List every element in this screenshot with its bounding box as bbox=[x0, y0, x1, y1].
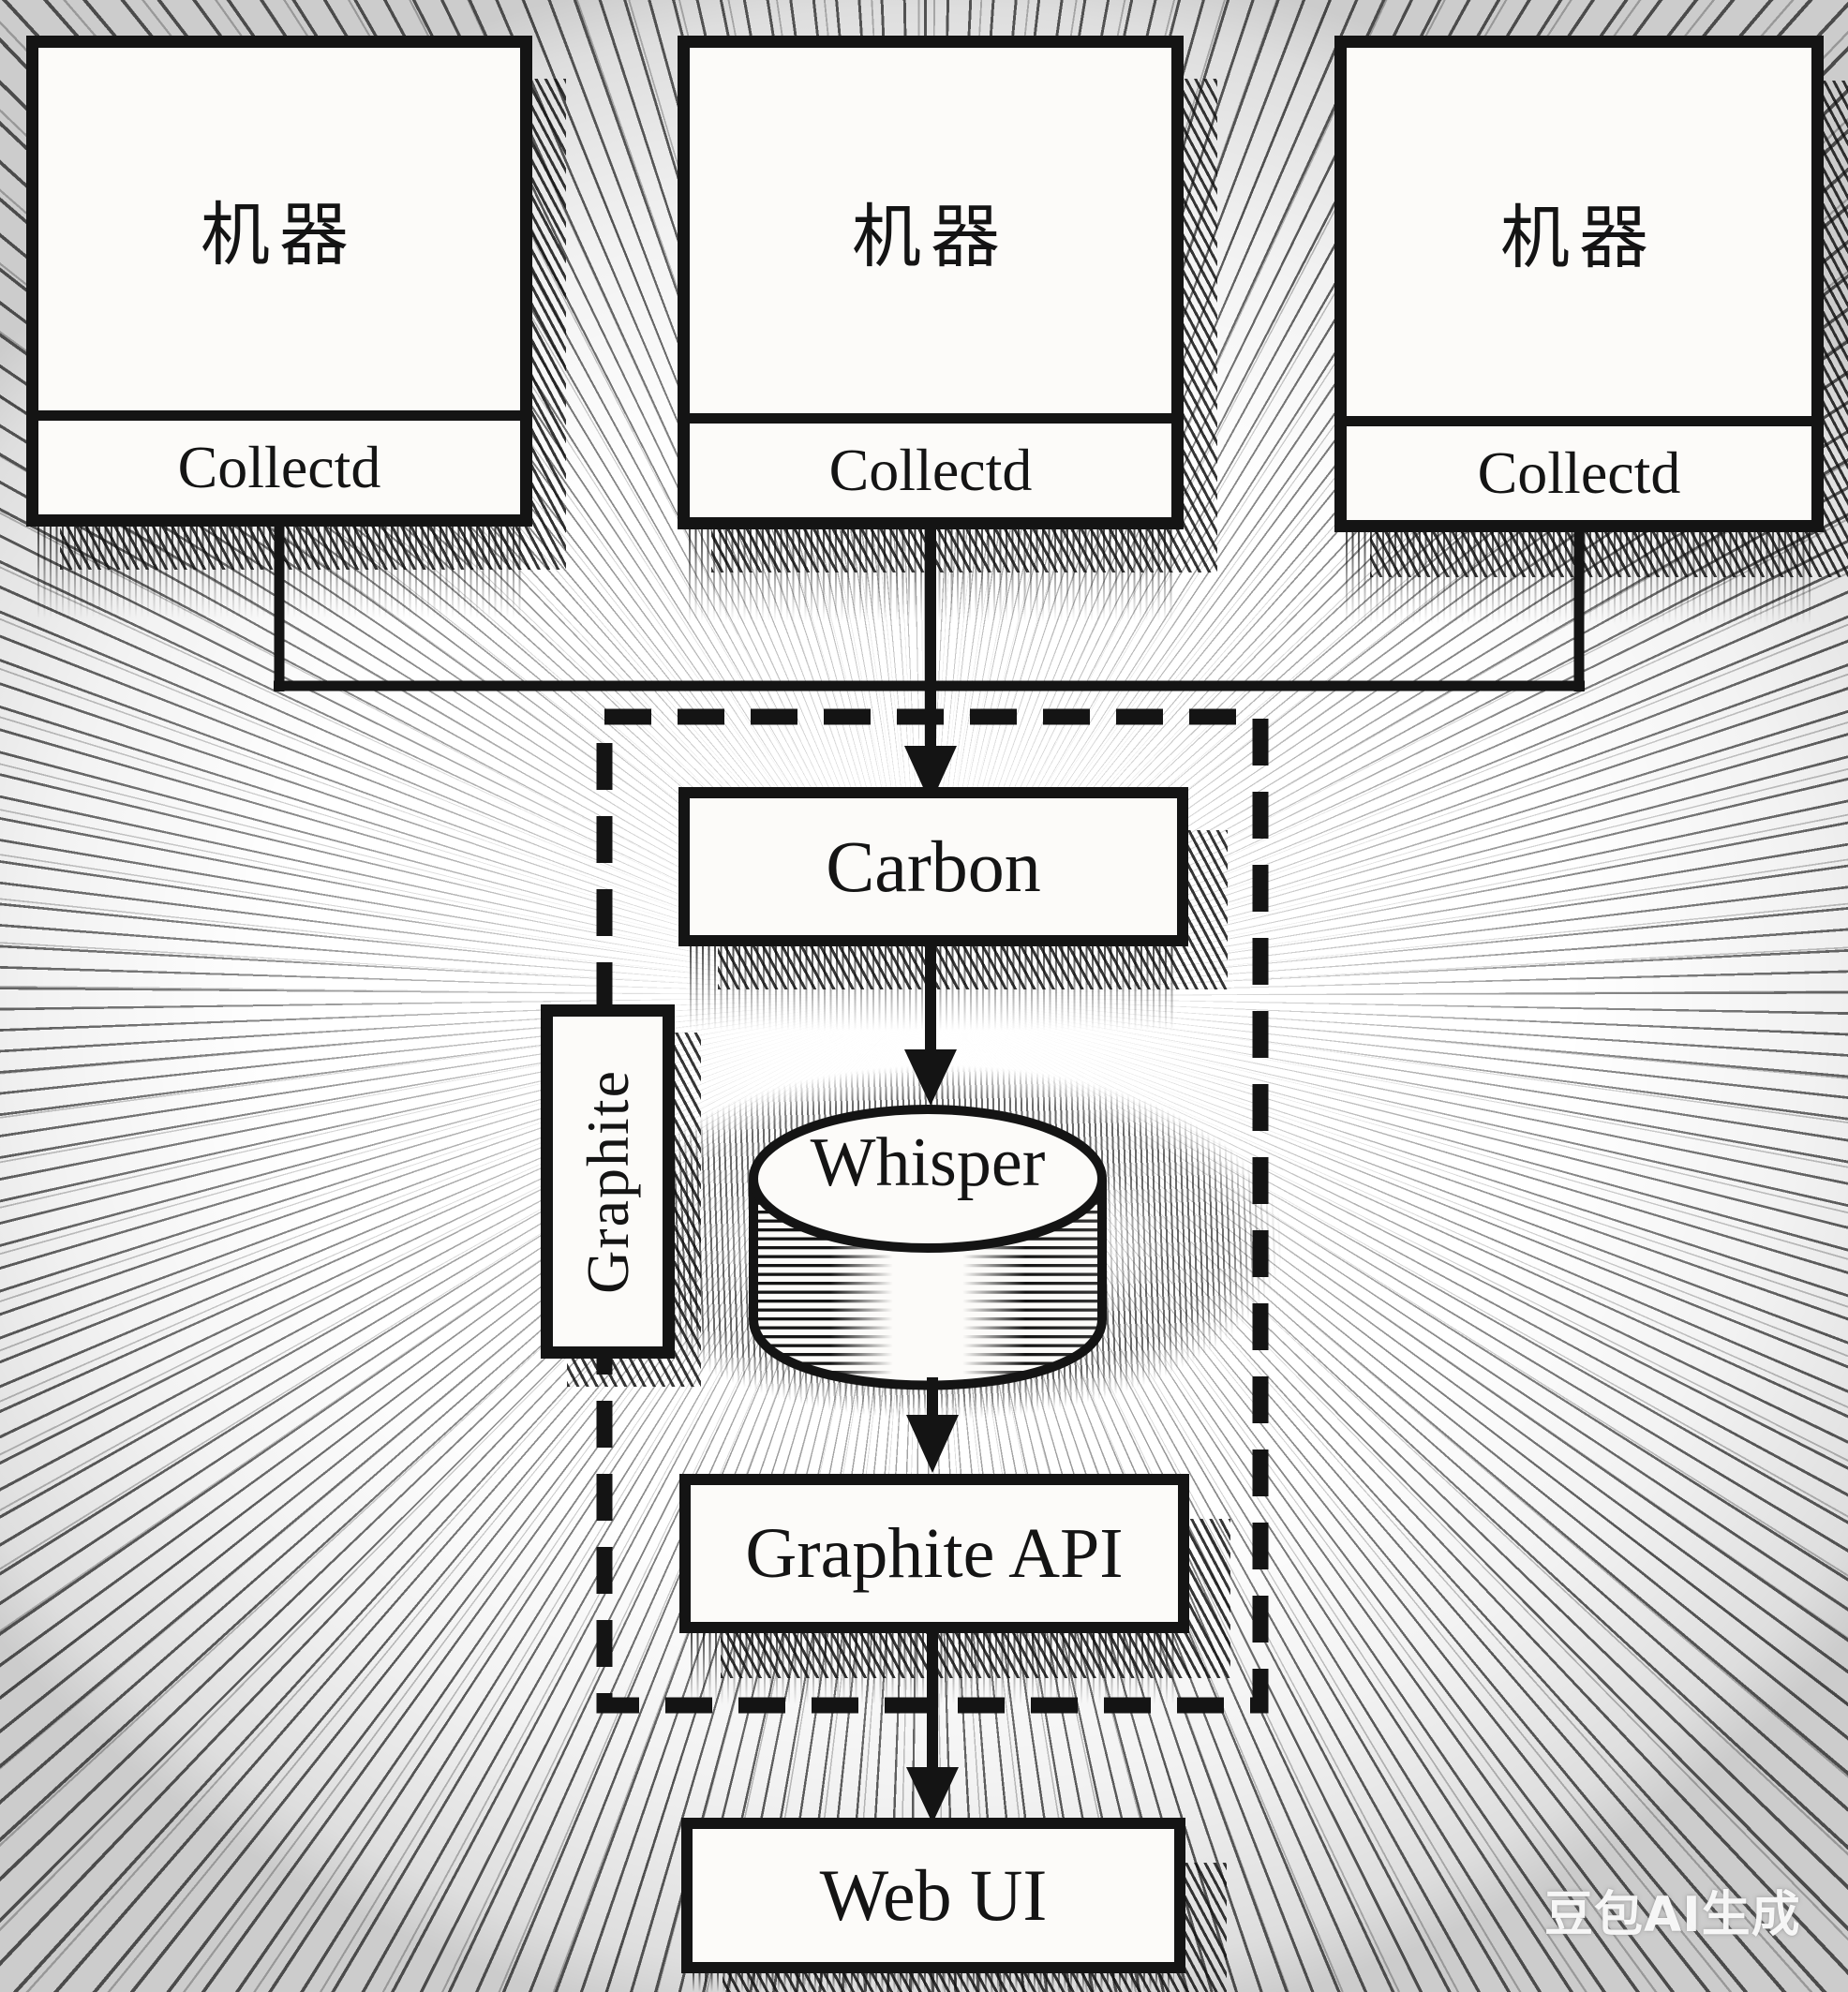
whisper-cylinder bbox=[749, 1105, 1107, 1390]
machine-2-collectd-label: Collectd bbox=[828, 437, 1033, 503]
cylinder-top-ellipse bbox=[749, 1105, 1107, 1253]
graphite-group-label: Graphite bbox=[574, 1069, 641, 1294]
machine-2-divider bbox=[690, 413, 1171, 424]
carbon-node: Carbon bbox=[678, 787, 1188, 946]
whisper-label: Whisper bbox=[759, 1111, 1096, 1214]
machine-3-collectd-label: Collectd bbox=[1477, 439, 1681, 506]
carbon-label: Carbon bbox=[826, 825, 1041, 907]
machine-1-collectd-label: Collectd bbox=[177, 434, 381, 500]
machine-2-title: 机器 bbox=[852, 199, 1009, 276]
arrowhead-into-webui bbox=[906, 1767, 959, 1823]
arrowhead-into-whisper bbox=[904, 1049, 957, 1106]
arrowhead-into-carbon bbox=[904, 746, 957, 804]
web-ui-label: Web UI bbox=[819, 1854, 1048, 1936]
arrowhead-into-api bbox=[906, 1415, 959, 1473]
web-ui-node: Web UI bbox=[681, 1818, 1185, 1973]
machine-1-title: 机器 bbox=[201, 198, 358, 275]
machine-node-3: 机器 Collectd bbox=[1334, 36, 1824, 532]
machine-node-1: 机器 Collectd bbox=[26, 36, 532, 527]
machine-3-title: 机器 bbox=[1500, 201, 1658, 277]
ai-watermark: 豆包AI生成 bbox=[1544, 1887, 1801, 1943]
web-ui-underglow bbox=[693, 1971, 1174, 1992]
graphite-api-label: Graphite API bbox=[745, 1513, 1124, 1593]
machine-1-divider bbox=[38, 410, 520, 421]
graphite-group-label-box: Graphite bbox=[541, 1004, 675, 1359]
machine-3-divider bbox=[1347, 416, 1811, 426]
graphite-api-node: Graphite API bbox=[679, 1474, 1189, 1633]
whisper-label-text: Whisper bbox=[810, 1123, 1046, 1201]
machine-node-2: 机器 Collectd bbox=[678, 36, 1184, 529]
